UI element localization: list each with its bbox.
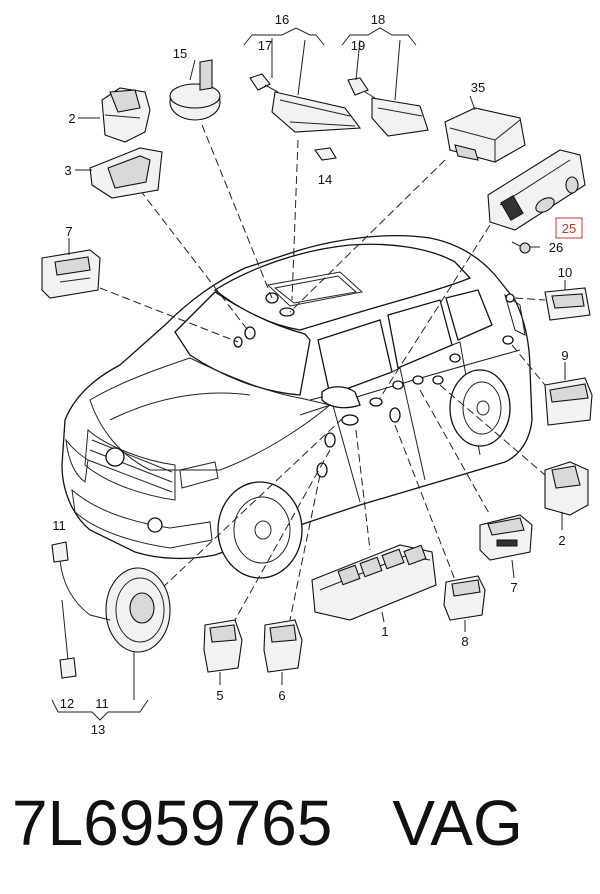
part-6-switch (263, 619, 303, 673)
callout-16: 16 (275, 12, 289, 27)
part-3-bezel (89, 147, 163, 199)
callout-35: 35 (471, 80, 485, 95)
label-leaders (68, 38, 566, 700)
part-7-switch-lower (479, 514, 533, 561)
callout-2-right: 2 (558, 533, 565, 548)
callout-3: 3 (64, 163, 71, 178)
part-16-control-unit (243, 27, 362, 133)
callout-26: 26 (549, 240, 563, 255)
callout-2-top: 2 (68, 111, 75, 126)
part-10-switch (544, 287, 591, 321)
part-7-switch-left (41, 249, 101, 299)
callout-18: 18 (371, 12, 385, 27)
callout-10: 10 (558, 265, 572, 280)
callout-19: 19 (351, 38, 365, 53)
highlight-box-25 (555, 217, 583, 239)
part-2-switch-right (544, 461, 589, 516)
part-9-switch (544, 377, 593, 426)
callout-11-top: 11 (52, 518, 66, 533)
part-25-overhead-console (487, 149, 586, 231)
callout-7-left: 7 (65, 224, 72, 239)
callout-9: 9 (561, 348, 568, 363)
callout-12: 12 (60, 696, 74, 711)
callout-17: 17 (258, 38, 272, 53)
part-8-switch (443, 575, 486, 621)
callout-1: 1 (381, 624, 388, 639)
callout-11-bottom: 11 (95, 696, 109, 711)
part-18-control-unit (341, 27, 429, 137)
part-15-clockspring (169, 59, 221, 121)
callout-8: 8 (461, 634, 468, 649)
callout-6: 6 (278, 688, 285, 703)
leader-lines (99, 124, 546, 621)
callout-25: 25 (562, 221, 576, 236)
part-14-clip (314, 147, 337, 161)
callout-numbers: 16 17 18 19 15 2 3 14 35 25 26 7 10 9 2 … (52, 12, 576, 737)
part-caption: 7L6959765 VAG (12, 778, 592, 868)
part-2-switch-top (101, 87, 151, 143)
callout-14: 14 (318, 172, 332, 187)
callout-15: 15 (173, 46, 187, 61)
part-5-switch (203, 619, 243, 673)
callout-13: 13 (91, 722, 105, 737)
part-number: 7L6959765 (12, 787, 333, 859)
callout-7-lower: 7 (510, 580, 517, 595)
part-35-module (444, 107, 526, 163)
brand-name: VAG (392, 787, 523, 859)
part-13-speaker (51, 541, 171, 721)
car-outline (61, 235, 533, 579)
part-26-screw (511, 241, 531, 254)
callout-5: 5 (216, 688, 223, 703)
part-1-master-switch (311, 544, 437, 621)
exploded-view-drawing: 16 17 18 19 15 2 3 14 35 25 26 7 10 9 2 … (41, 12, 593, 737)
